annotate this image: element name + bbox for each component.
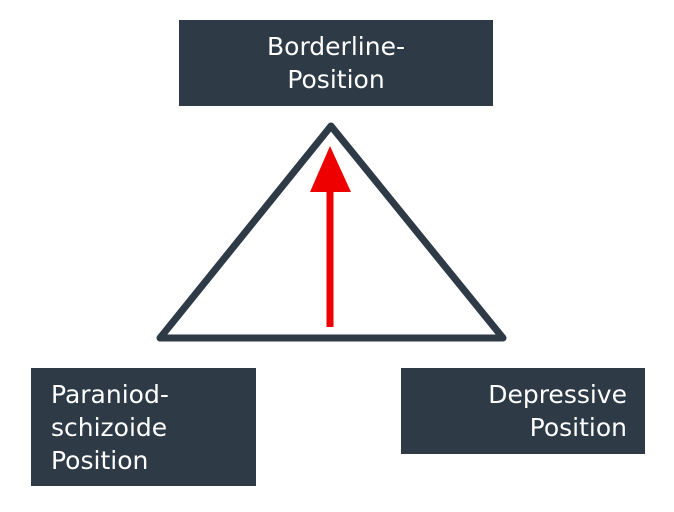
node-paranoid-schizoid-position: Paraniod- schizoide Position bbox=[31, 368, 256, 486]
node-label-line: Paraniod- bbox=[51, 380, 169, 409]
node-label-line: Position bbox=[529, 413, 627, 442]
node-label-line: Depressive bbox=[488, 380, 627, 409]
triangle-shape bbox=[156, 122, 507, 342]
node-label-line: Position bbox=[287, 65, 385, 94]
node-label-line: Borderline- bbox=[267, 32, 405, 61]
node-borderline-position: Borderline- Position bbox=[179, 20, 493, 106]
arrow-head bbox=[310, 146, 351, 192]
node-depressive-position: Depressive Position bbox=[401, 368, 645, 454]
node-label-line: schizoide bbox=[51, 413, 168, 442]
node-label-line: Position bbox=[51, 446, 149, 475]
